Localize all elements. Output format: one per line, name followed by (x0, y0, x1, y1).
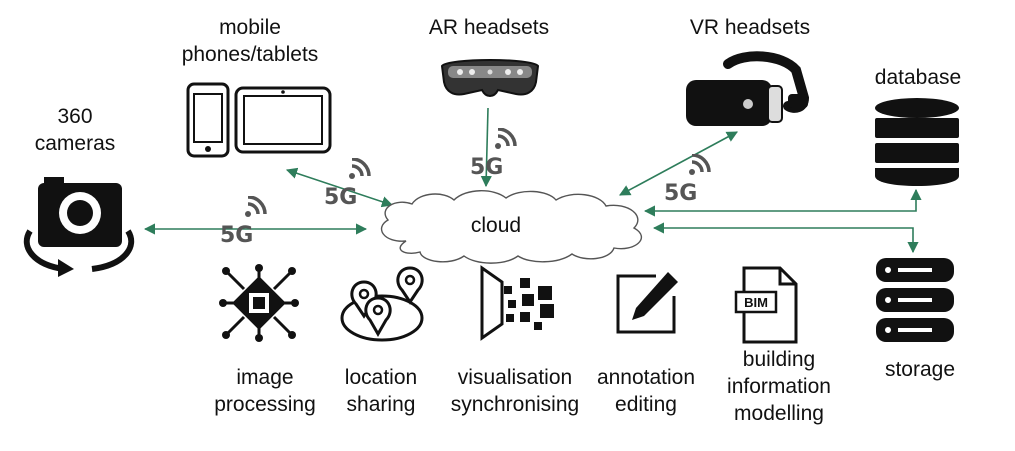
5g-text: 5G (324, 185, 357, 206)
mobile-label: mobile phones/tablets (181, 16, 319, 66)
vr-headset-icon (686, 51, 810, 126)
ar-headset-icon (440, 59, 540, 97)
visualisation-icon (480, 265, 554, 341)
link-ar-cloud (480, 107, 492, 188)
storage-label: storage (884, 358, 956, 381)
storage-icon (876, 258, 954, 342)
annotation-edit-icon (616, 272, 678, 334)
location-sharing-icon (340, 266, 424, 342)
cloud-label: cloud (470, 214, 522, 237)
bim-label: building information modelling (727, 348, 831, 425)
database-icon (875, 98, 959, 186)
database-label: database (874, 66, 962, 89)
5g-badge-mobile: 5G (322, 157, 382, 211)
visualisation-label: visualisation synchronising (450, 366, 580, 416)
link-vr-cloud (619, 131, 738, 196)
wifi-signal-icon: 5G (664, 153, 711, 206)
5g-badge-vr: 5G (662, 153, 722, 207)
wifi-signal-icon: 5G (470, 127, 517, 180)
wifi-signal-icon: 5G (220, 195, 267, 248)
link-database-cloud (643, 188, 922, 217)
location-sharing-label: location sharing (344, 366, 418, 416)
link-storage-cloud (652, 222, 919, 254)
image-processing-label: image processing (214, 366, 316, 416)
phone-tablet-icon (186, 82, 332, 158)
image-processing-icon (219, 264, 299, 342)
5g-badge-cameras: 5G (218, 195, 278, 249)
ar-label: AR headsets (428, 16, 550, 39)
5g-text: 5G (664, 181, 697, 202)
annotation-label: annotation editing (596, 366, 696, 416)
360-camera-icon (23, 177, 135, 277)
5g-text: 5G (220, 223, 253, 244)
wifi-signal-icon: 5G (324, 157, 371, 210)
bim-doc-text: BIM (744, 295, 768, 310)
5g-text: 5G (470, 155, 503, 176)
bim-document-icon: BIM (734, 266, 798, 344)
cloud-icon (381, 190, 642, 264)
cameras-label: 360 cameras (34, 105, 116, 155)
link-mobile-cloud (285, 167, 394, 208)
vr-label: VR headsets (689, 16, 811, 39)
5g-badge-ar: 5G (468, 127, 528, 181)
